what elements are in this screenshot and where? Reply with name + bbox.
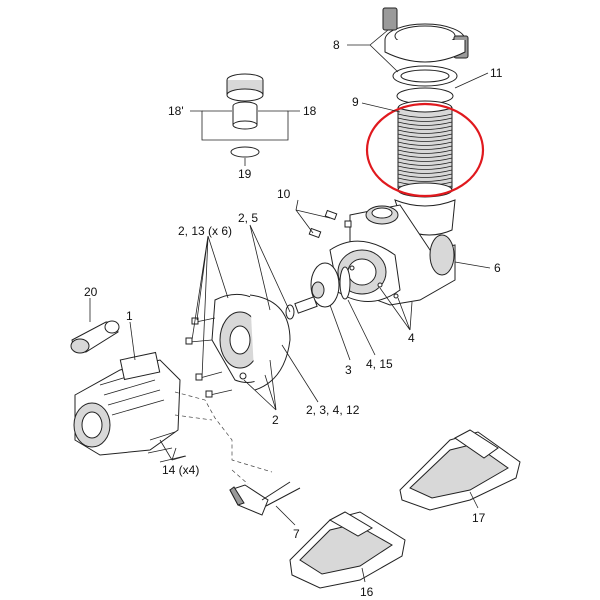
part-7	[229, 481, 301, 516]
base-17	[399, 429, 521, 511]
capacitor	[70, 320, 120, 354]
motor	[73, 351, 181, 456]
lid-o-ring	[392, 65, 458, 87]
union-tail	[232, 101, 258, 130]
callout-11: 11	[490, 66, 503, 80]
callout-14: 14 (x4)	[162, 463, 199, 477]
callout-18: 18	[303, 104, 317, 118]
callout-2-3-4-12: 2, 3, 4, 12	[306, 403, 360, 417]
shaft-seal	[285, 296, 318, 320]
union-o-ring	[230, 146, 260, 158]
callout-16: 16	[360, 585, 374, 599]
callout-17: 17	[472, 511, 486, 525]
diffuser-ring	[339, 266, 351, 300]
leader-lines	[89, 29, 491, 583]
callout-18-prime: 18'	[168, 104, 184, 118]
callout-19: 19	[238, 167, 252, 181]
assembly-guides	[174, 391, 273, 485]
callout-3: 3	[345, 363, 352, 377]
highlight-circle	[365, 102, 485, 198]
callout-2-13: 2, 13 (x 6)	[178, 224, 232, 238]
callout-4: 4	[408, 331, 415, 345]
pump-housing	[329, 199, 456, 306]
impeller	[310, 262, 340, 308]
union-nut	[226, 73, 264, 102]
callout-2-5: 2, 5	[238, 211, 258, 225]
callout-6: 6	[494, 261, 501, 275]
callout-7: 7	[293, 527, 300, 541]
callout-labels: 8 11 9 18' 18 19 10 2, 13 (x 6) 2, 5 6 2…	[84, 38, 503, 599]
callout-9: 9	[352, 95, 359, 109]
base-16	[289, 511, 406, 589]
strainer-lid	[382, 7, 469, 63]
strainer-basket	[397, 100, 453, 198]
callout-20: 20	[84, 285, 98, 299]
seal-plate	[211, 293, 291, 391]
callout-4-15: 4, 15	[366, 357, 393, 371]
callout-8: 8	[333, 38, 340, 52]
callout-2: 2	[272, 413, 279, 427]
callout-10: 10	[277, 187, 291, 201]
callout-1: 1	[126, 309, 133, 323]
